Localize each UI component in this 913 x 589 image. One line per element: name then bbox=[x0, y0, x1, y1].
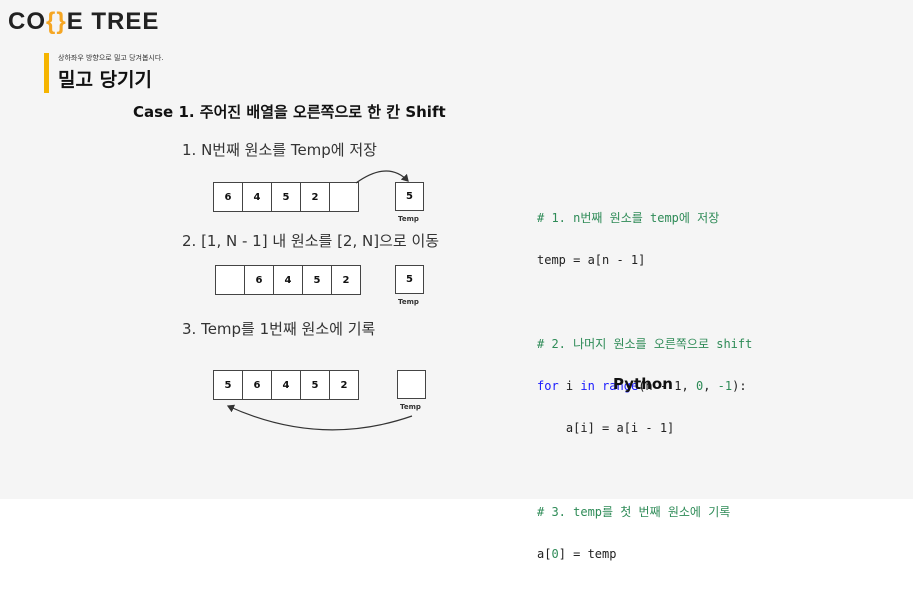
code-line: a[i] = a[i - 1] bbox=[537, 421, 675, 435]
array-cell: 2 bbox=[331, 265, 361, 295]
array-cell: 4 bbox=[242, 182, 272, 212]
code-number: -1 bbox=[717, 379, 733, 393]
array-step-1: 6 4 5 2 bbox=[213, 182, 359, 212]
array-cell: 2 bbox=[300, 182, 330, 212]
array-cell bbox=[215, 265, 245, 295]
code-line: a[0] = temp bbox=[537, 547, 752, 561]
code-token: i bbox=[558, 379, 581, 393]
array-cell: 6 bbox=[242, 370, 272, 400]
temp-label-step-1: Temp bbox=[398, 215, 419, 223]
temp-to-first-arrow bbox=[226, 404, 413, 431]
title-accent-bar bbox=[44, 53, 49, 93]
code-token: (n - 1, bbox=[638, 379, 696, 393]
logo-text-prefix: CO bbox=[8, 8, 46, 35]
logo-brace: {} bbox=[46, 8, 67, 35]
code-number: 0 bbox=[551, 547, 559, 561]
temp-label-step-3: Temp bbox=[400, 403, 421, 411]
temp-box-step-1: 5 bbox=[395, 182, 424, 211]
code-token: a[ bbox=[537, 547, 552, 561]
array-cell: 4 bbox=[271, 370, 301, 400]
code-keyword: for bbox=[537, 379, 559, 393]
code-tree-logo: CO{}E TREE bbox=[8, 8, 159, 36]
array-cell: 2 bbox=[329, 370, 359, 400]
code-keyword: in bbox=[580, 379, 595, 393]
code-token: ): bbox=[732, 379, 747, 393]
step-1-label: 1. N번째 원소를 Temp에 저장 bbox=[182, 141, 377, 159]
case-title: Case 1. 주어진 배열을 오른쪽으로 한 칸 Shift bbox=[133, 103, 446, 121]
array-cell: 6 bbox=[213, 182, 243, 212]
temp-box-step-3 bbox=[397, 370, 426, 399]
array-cell: 4 bbox=[273, 265, 303, 295]
array-cell: 5 bbox=[271, 182, 301, 212]
array-cell: 6 bbox=[244, 265, 274, 295]
temp-box-step-2: 5 bbox=[395, 265, 424, 294]
array-cell: 5 bbox=[213, 370, 243, 400]
language-label: Python bbox=[613, 375, 673, 393]
code-line: for i in range(n - 1, 0, -1): bbox=[537, 379, 752, 393]
code-token: , bbox=[703, 379, 718, 393]
array-step-3: 5 6 4 5 2 bbox=[213, 370, 359, 400]
page-subtitle: 상하좌우 방향으로 밀고 당겨봅시다. bbox=[58, 54, 164, 62]
logo-text-suffix: E TREE bbox=[66, 8, 160, 35]
code-token bbox=[595, 379, 602, 393]
array-step-2: 6 4 5 2 bbox=[215, 265, 361, 295]
code-number: 0 bbox=[695, 379, 704, 393]
code-comment: # 1. n번째 원소를 temp에 저장 bbox=[537, 211, 720, 225]
array-cell bbox=[329, 182, 359, 212]
array-cell: 5 bbox=[302, 265, 332, 295]
step-3-label: 3. Temp를 1번째 원소에 기록 bbox=[182, 320, 376, 338]
page-title: 밀고 당기기 bbox=[58, 69, 153, 91]
slide: CO{}E TREE 상하좌우 방향으로 밀고 당겨봅시다. 밀고 당기기 Ca… bbox=[8, 8, 753, 561]
code-builtin: range bbox=[602, 379, 639, 393]
code-comment: # 3. temp를 첫 번째 원소에 기록 bbox=[537, 505, 731, 519]
code-token: ] = temp bbox=[558, 547, 617, 561]
code-line: temp = a[n - 1] bbox=[537, 253, 646, 267]
temp-label-step-2: Temp bbox=[398, 298, 419, 306]
array-cell: 5 bbox=[300, 370, 330, 400]
code-comment: # 2. 나머지 원소를 오른쪽으로 shift bbox=[537, 337, 753, 351]
step-2-label: 2. [1, N - 1] 내 원소를 [2, N]으로 이동 bbox=[182, 232, 440, 250]
